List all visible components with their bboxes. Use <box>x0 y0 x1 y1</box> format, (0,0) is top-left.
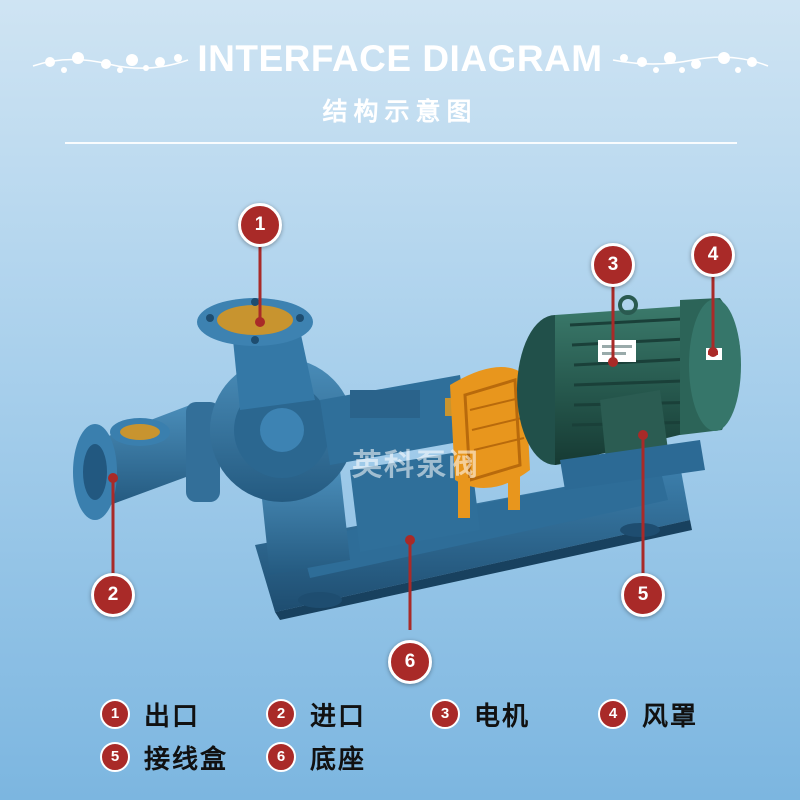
legend-number: 1 <box>100 699 130 729</box>
marker-2: 2 <box>91 573 135 617</box>
pump-diagram <box>73 243 741 630</box>
legend-label: 电机 <box>474 701 531 732</box>
marker-4: 4 <box>691 233 735 277</box>
marker-3: 3 <box>591 243 635 287</box>
inlet-pipe <box>73 402 220 520</box>
legend-item-inlet: 2 进口 <box>266 694 366 734</box>
leader-lines <box>111 243 715 630</box>
marker-1: 1 <box>238 203 282 247</box>
floral-ornament-right-icon <box>612 52 769 73</box>
legend-number: 6 <box>266 742 296 772</box>
leader-dots <box>108 317 718 545</box>
legend-item-outlet: 1 出口 <box>100 694 200 734</box>
legend-number: 4 <box>598 699 628 729</box>
legend-label: 底座 <box>310 744 367 775</box>
legend-item-terminal-box: 5 接线盒 <box>100 737 228 777</box>
coupling-guard <box>450 367 530 518</box>
marker-6: 6 <box>388 640 432 684</box>
legend-number: 2 <box>266 699 296 729</box>
legend-number: 5 <box>100 742 130 772</box>
motor-feet <box>560 440 705 490</box>
page-subtitle: 结构示意图 <box>322 97 478 126</box>
legend-label: 进口 <box>310 701 367 732</box>
floral-ornament-left-icon <box>32 52 189 73</box>
pump-volute <box>210 330 354 502</box>
legend-item-fan-cover: 4 风罩 <box>598 694 698 734</box>
brand-watermark: 英科泵阀 <box>352 448 480 483</box>
legend-number: 3 <box>430 699 460 729</box>
title-divider <box>65 142 737 144</box>
legend-item-motor: 3 电机 <box>430 694 530 734</box>
legend-label: 接线盒 <box>144 744 229 775</box>
legend-item-base: 6 底座 <box>266 737 366 777</box>
page-title: INTERFACE DIAGRAM <box>197 38 603 79</box>
legend-label: 风罩 <box>642 701 699 732</box>
marker-5: 5 <box>621 573 665 617</box>
base-plate <box>255 465 692 620</box>
fan-cover <box>680 298 741 435</box>
legend-label: 出口 <box>144 701 201 732</box>
